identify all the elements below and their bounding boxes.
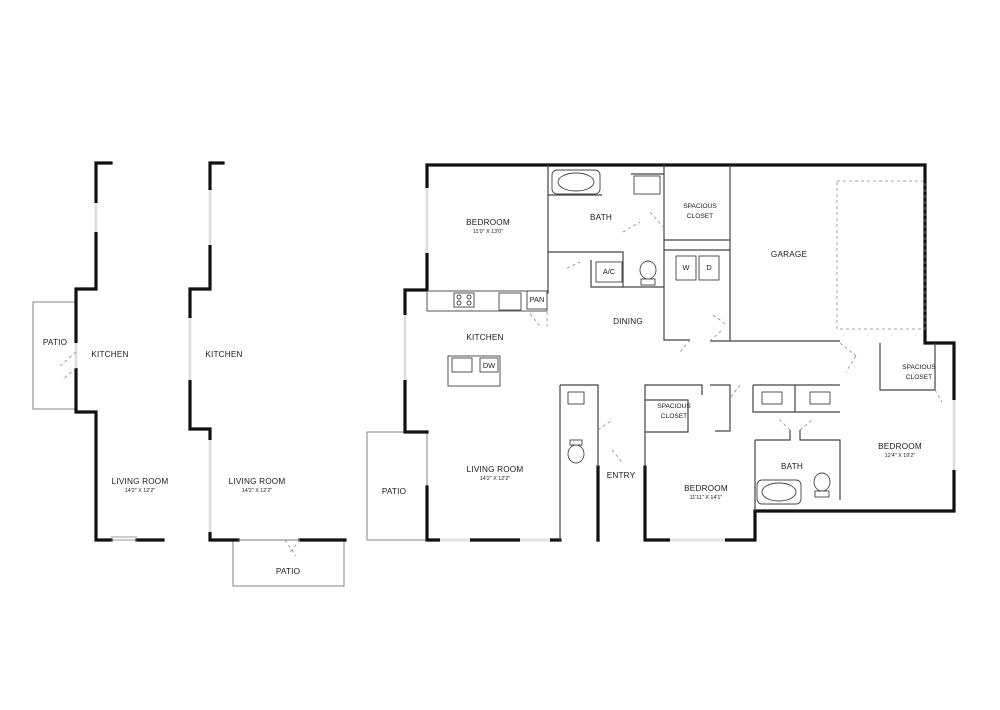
patio-a-area [32, 301, 77, 410]
spacious-closet-3-label: SPACIOUS [902, 364, 936, 371]
main-layout: BEDROOM 11'0" X 13'0" BATH SPACIOUS CLOS… [366, 163, 956, 542]
bath-1-label: BATH [590, 213, 612, 222]
pantry-closet [526, 290, 548, 310]
living-room-b-dimensions: 14'2" X 12'2" [242, 488, 273, 494]
living-room-a-dimensions: 14'2" X 12'2" [125, 488, 156, 494]
dishwasher-label: DW [483, 361, 495, 370]
bath-2-label: BATH [781, 462, 803, 471]
ac-unit-label: A/C [603, 267, 616, 276]
pantry-label: PAN [530, 295, 545, 304]
patio-a-label: PATIO [43, 338, 67, 347]
garage-parking-outline [836, 180, 926, 330]
bedroom-3-dimensions: 12'4" X 19'2" [885, 453, 916, 459]
entry-label: ENTRY [607, 471, 636, 480]
living-room-b-label: LIVING ROOM [229, 477, 286, 486]
spacious-closet-2-label: SPACIOUS [657, 403, 691, 410]
bedroom-1-label: BEDROOM [466, 218, 510, 227]
living-room-a-label: LIVING ROOM [112, 477, 169, 486]
bedroom-2-label: BEDROOM [684, 484, 728, 493]
spacious-closet-3-label-line2: CLOSET [906, 374, 932, 381]
kitchen-label: KITCHEN [466, 333, 503, 342]
main-exterior-walls [403, 163, 956, 542]
patio-main-label: PATIO [382, 487, 406, 496]
spacious-closet-1-label-line2: CLOSET [687, 213, 713, 220]
kitchen-b-label: KITCHEN [205, 350, 242, 359]
alt-layout-b: KITCHEN LIVING ROOM 14'2" X 12'2" PATIO [188, 161, 347, 587]
dryer-label: D [706, 263, 711, 272]
kitchen-a-label: KITCHEN [91, 350, 128, 359]
spacious-closet-2-label-line2: CLOSET [661, 413, 687, 420]
washer-label: W [683, 263, 690, 272]
bedroom-3-label: BEDROOM [878, 442, 922, 451]
alt-layout-a: KITCHEN PATIO LIVING ROOM 14'2" X 12'2" [32, 161, 169, 542]
bedroom-1-dimensions: 11'0" X 13'0" [473, 229, 503, 235]
bedroom-2-dimensions: 11'11" X 14'1" [690, 495, 723, 501]
dining-label: DINING [613, 317, 643, 326]
garage-label: GARAGE [771, 250, 808, 259]
spacious-closet-1-label: SPACIOUS [683, 203, 717, 210]
patio-b-area [232, 539, 345, 587]
living-room-dimensions: 14'2" X 12'2" [480, 476, 511, 482]
patio-b-label: PATIO [276, 567, 300, 576]
living-room-label: LIVING ROOM [467, 465, 524, 474]
washer [675, 255, 697, 281]
dryer [698, 255, 720, 281]
patio-main-area [366, 431, 428, 541]
